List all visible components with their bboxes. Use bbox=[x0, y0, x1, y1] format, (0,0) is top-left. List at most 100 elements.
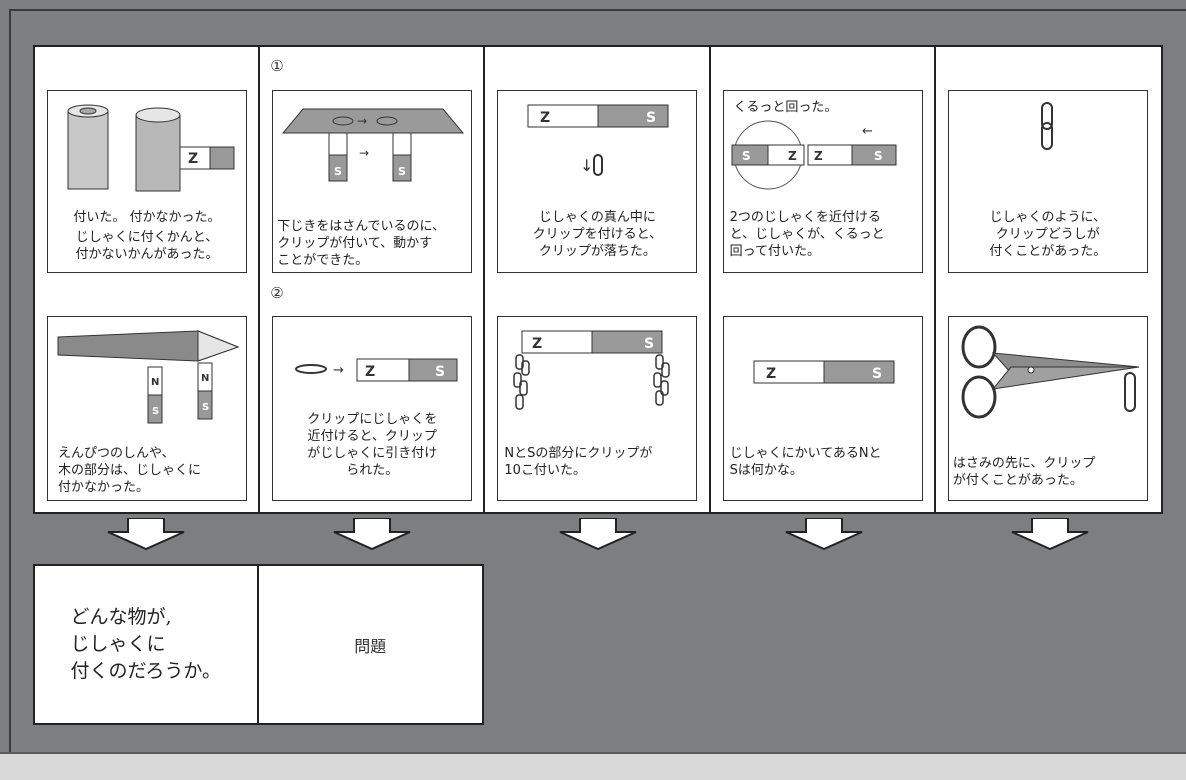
clip-board-magnets-illustration: → → S S bbox=[282, 108, 465, 182]
magnet-z-letter: Z bbox=[814, 149, 823, 163]
panel-poles: Z S NとSの部分にクリップが 10こ付いた。 bbox=[497, 316, 698, 501]
caption-line: と、じしゃくが、くるっと bbox=[729, 227, 885, 242]
observation-grid: Z 付いた。 付かなかった。 じしゃくに付くかんと、 付かないかんがあった。 N… bbox=[33, 45, 1163, 514]
pole-s-letter: S bbox=[872, 366, 882, 382]
caption-line: 付かないかんがあった。 bbox=[75, 247, 219, 262]
column-2: ① → → S S 下じきをはさんでいるのに、 クリップが付いて、動かす ことが… bbox=[260, 47, 486, 512]
pole-s-letter: S bbox=[334, 165, 342, 178]
column-5: じしゃくのように、 クリップどうしが 付くことがあった。 はさみの先に、クリップ… bbox=[936, 47, 1161, 512]
pole-s-letter: S bbox=[646, 110, 656, 126]
bar-magnet-illustration: Z S bbox=[753, 360, 895, 384]
panel-scissors: はさみの先に、クリップ が付くことがあった。 bbox=[947, 316, 1148, 501]
caption-fall: じしゃくの真ん中に クリップを付けると、 クリップが落ちた。 bbox=[498, 209, 696, 260]
down-arrow-icon bbox=[107, 518, 185, 550]
pole-s-letter: S bbox=[435, 364, 445, 380]
clips-on-poles-illustration: Z S bbox=[513, 330, 671, 410]
pole-s-letter: S bbox=[202, 402, 209, 413]
caption-line: じしゃくのように、 bbox=[989, 210, 1107, 225]
panel-rotate: くるっと回った。 S Z Z S ← 2つのじしゃくを近付ける と、じしゃくが、… bbox=[722, 90, 923, 273]
caption-line: 10こ付いた。 bbox=[504, 463, 586, 478]
caption-line: 付かなかった。 bbox=[58, 480, 150, 495]
down-arrow-icon bbox=[559, 518, 637, 550]
magnet-z-letter: Z bbox=[532, 336, 542, 352]
outer-frame bbox=[9, 9, 1186, 769]
down-arrow-icon bbox=[1011, 518, 1089, 550]
caption-line: 2つのじしゃくを近付ける bbox=[729, 210, 881, 225]
rotate-label: くるっと回った。 bbox=[733, 100, 838, 115]
caption-line: クリップを付けると、 bbox=[532, 227, 663, 242]
down-arrow-icon bbox=[785, 518, 863, 550]
linked-clips-illustration bbox=[1040, 102, 1053, 150]
svg-text:→: → bbox=[333, 363, 344, 378]
caption-linked: じしゃくのように、 クリップどうしが 付くことがあった。 bbox=[949, 209, 1147, 260]
scissors-clip-illustration bbox=[961, 325, 1139, 419]
panel-ns: Z S じしゃくにかいてあるNと Sは何かな。 bbox=[722, 316, 923, 501]
svg-text:↓: ↓ bbox=[580, 156, 593, 175]
pole-n-letter: N bbox=[201, 373, 209, 384]
caption-line: ことができた。 bbox=[277, 253, 369, 268]
caption-line: じしゃくの真ん中に bbox=[538, 210, 656, 225]
panel-cans: Z 付いた。 付かなかった。 じしゃくに付くかんと、 付かないかんがあった。 bbox=[47, 90, 247, 273]
column-3: Z S ↓ じしゃくの真ん中に クリップを付けると、 クリップが落ちた。 Z S bbox=[485, 47, 711, 512]
caption-line: クリップにじしゃくを bbox=[307, 412, 438, 427]
caption-cans: じしゃくに付くかんと、 付かないかんがあった。 bbox=[48, 229, 246, 263]
caption-scissors: はさみの先に、クリップ が付くことがあった。 bbox=[949, 455, 1147, 489]
caption-line: えんぴつのしんや、 bbox=[58, 446, 175, 461]
svg-text:→: → bbox=[357, 114, 367, 128]
caption-ns: じしゃくにかいてあるNと Sは何かな。 bbox=[724, 445, 922, 479]
magnet-z-letter: Z bbox=[766, 366, 776, 382]
caption-line: クリップどうしが bbox=[995, 227, 1100, 242]
caption-line: はさみの先に、クリップ bbox=[952, 456, 1096, 471]
pole-s-letter: S bbox=[644, 336, 654, 352]
panel-pencil: N S N S えんぴつのしんや、 木の部分は、じしゃくに 付かなかった。 bbox=[47, 316, 247, 501]
bottom-strip bbox=[0, 752, 1186, 780]
magnet-z-letter: Z bbox=[365, 364, 375, 380]
pole-s-letter: S bbox=[152, 406, 159, 417]
caption-poles: NとSの部分にクリップが 10こ付いた。 bbox=[498, 445, 696, 479]
caption-line: クリップが落ちた。 bbox=[538, 244, 656, 259]
pole-s-letter: S bbox=[742, 149, 751, 163]
magnet-z-letter: Z bbox=[540, 110, 550, 126]
cans-result-label: 付いた。 付かなかった。 bbox=[73, 210, 221, 225]
pole-n-letter: N bbox=[151, 377, 159, 388]
svg-text:←: ← bbox=[862, 124, 873, 139]
caption-line: 近付けると、クリップ bbox=[307, 429, 437, 444]
caption-pencil: えんぴつのしんや、 木の部分は、じしゃくに 付かなかった。 bbox=[48, 445, 246, 496]
panel-board: → → S S 下じきをはさんでいるのに、 クリップが付いて、動かす ことができ… bbox=[272, 90, 473, 273]
caption-attract: クリップにじしゃくを 近付けると、クリップ がじしゃくに引き付け られた。 bbox=[273, 411, 471, 479]
caption-line: 木の部分は、じしゃくに bbox=[58, 463, 202, 478]
clip-falls-illustration: Z S ↓ bbox=[527, 104, 669, 176]
problem-box: どんな物が, じしゃくに 付くのだろうか。 問題 bbox=[33, 564, 484, 725]
caption-rotate: 2つのじしゃくを近付ける と、じしゃくが、くるっと 回って付いた。 bbox=[724, 209, 922, 260]
pencil-magnets-illustration: N S N S bbox=[57, 330, 240, 424]
caption-line: 下じきをはさんでいるのに、 bbox=[277, 219, 446, 234]
caption-line: Sは何かな。 bbox=[729, 463, 803, 478]
caption-line: が付くことがあった。 bbox=[952, 473, 1083, 488]
panel-attract: → Z S クリップにじしゃくを 近付けると、クリップ がじしゃくに引き付け ら… bbox=[272, 316, 473, 501]
caption-line: 回って付いた。 bbox=[729, 244, 820, 259]
magnet-z-letter: Z bbox=[188, 151, 198, 167]
caption-line: じしゃくに付くかんと、 bbox=[75, 230, 219, 245]
rotating-magnets-illustration: S Z Z S ← bbox=[731, 120, 897, 190]
pole-s-letter: S bbox=[874, 149, 883, 163]
cans-magnet-illustration: Z bbox=[67, 104, 235, 192]
problem-label: 問題 bbox=[354, 636, 387, 656]
caption-line: 付くことがあった。 bbox=[989, 244, 1107, 259]
caption-board: 下じきをはさんでいるのに、 クリップが付いて、動かす ことができた。 bbox=[273, 218, 471, 269]
svg-text:→: → bbox=[359, 146, 369, 160]
magnet-z-letter: Z bbox=[788, 149, 797, 163]
question-cell: どんな物が, じしゃくに 付くのだろうか。 bbox=[35, 566, 259, 723]
panel-fall: Z S ↓ じしゃくの真ん中に クリップを付けると、 クリップが落ちた。 bbox=[497, 90, 698, 273]
down-arrow-icon bbox=[333, 518, 411, 550]
clip-to-magnet-illustration: → Z S bbox=[295, 358, 458, 382]
caption-line: じしゃくにかいてあるNと bbox=[729, 446, 882, 461]
caption-line: がじしゃくに引き付け bbox=[307, 446, 438, 461]
marker-2: ② bbox=[270, 284, 284, 302]
caption-line: られた。 bbox=[346, 463, 399, 478]
problem-label-cell: 問題 bbox=[259, 566, 483, 723]
marker-1: ① bbox=[270, 57, 284, 75]
question-text: どんな物が, じしゃくに 付くのだろうか。 bbox=[70, 606, 221, 682]
column-4: くるっと回った。 S Z Z S ← 2つのじしゃくを近付ける と、じしゃくが、… bbox=[711, 47, 936, 512]
caption-line: NとSの部分にクリップが bbox=[504, 446, 653, 461]
column-1: Z 付いた。 付かなかった。 じしゃくに付くかんと、 付かないかんがあった。 N… bbox=[35, 47, 261, 512]
